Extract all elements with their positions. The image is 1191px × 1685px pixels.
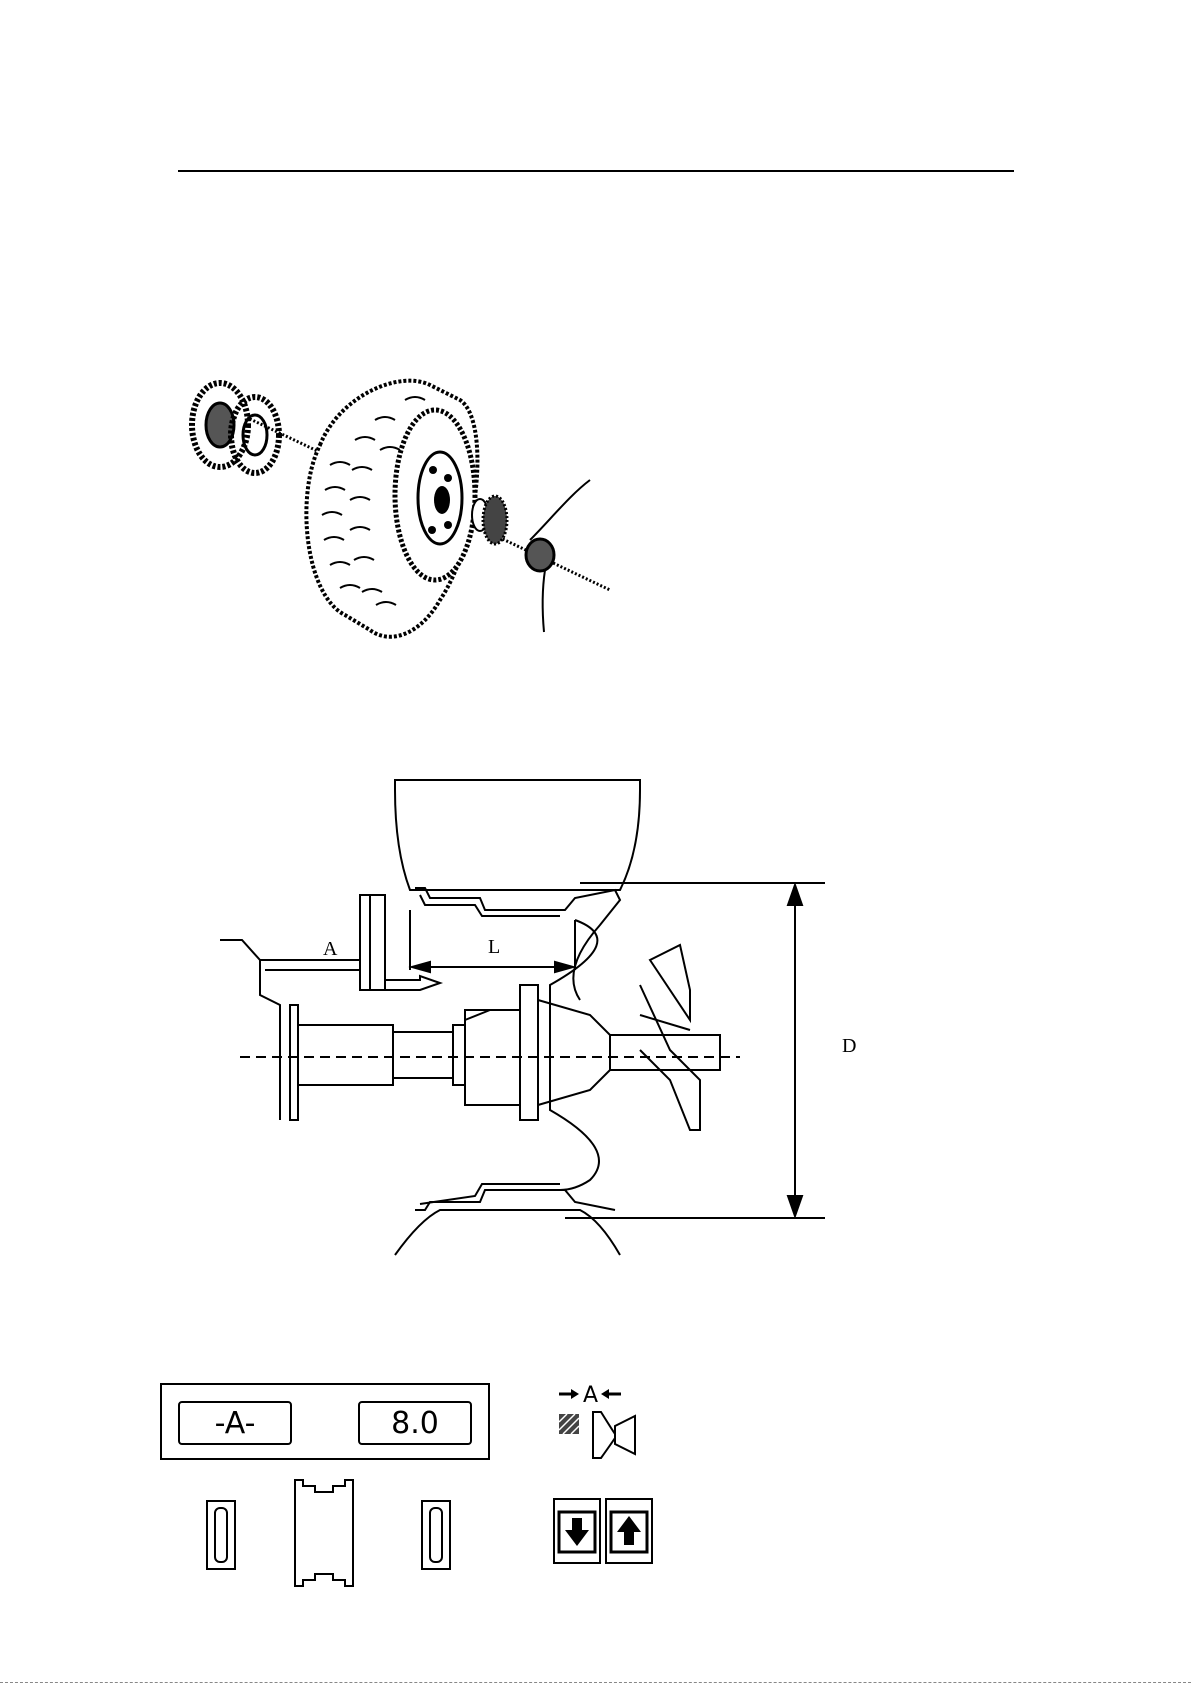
label-l: L [488,936,500,958]
quick-nut [526,480,590,632]
arrow-up-button[interactable] [605,1498,653,1564]
back-flange [192,383,279,473]
header-rule [178,170,1014,172]
right-display: 8.0 [358,1401,472,1445]
distance-a-icon: A [555,1378,645,1468]
rim-profile-icon [293,1478,355,1588]
centering-cone [472,496,507,544]
arrow-down-button[interactable] [553,1498,601,1564]
wheel-balancer-cross-section: A L D [220,770,900,1260]
left-display: -A- [178,1401,292,1445]
page-edge-line [0,1682,1191,1683]
display-panel: -A- 8.0 [160,1383,490,1460]
tire [306,381,477,637]
label-a: A [323,938,338,960]
label-d: D [842,1035,856,1057]
distance-icon-label: A [583,1383,598,1408]
wheel-assembly-illustration [170,370,630,640]
indicator-led-icon [421,1500,451,1570]
indicator-led-icon [206,1500,236,1570]
